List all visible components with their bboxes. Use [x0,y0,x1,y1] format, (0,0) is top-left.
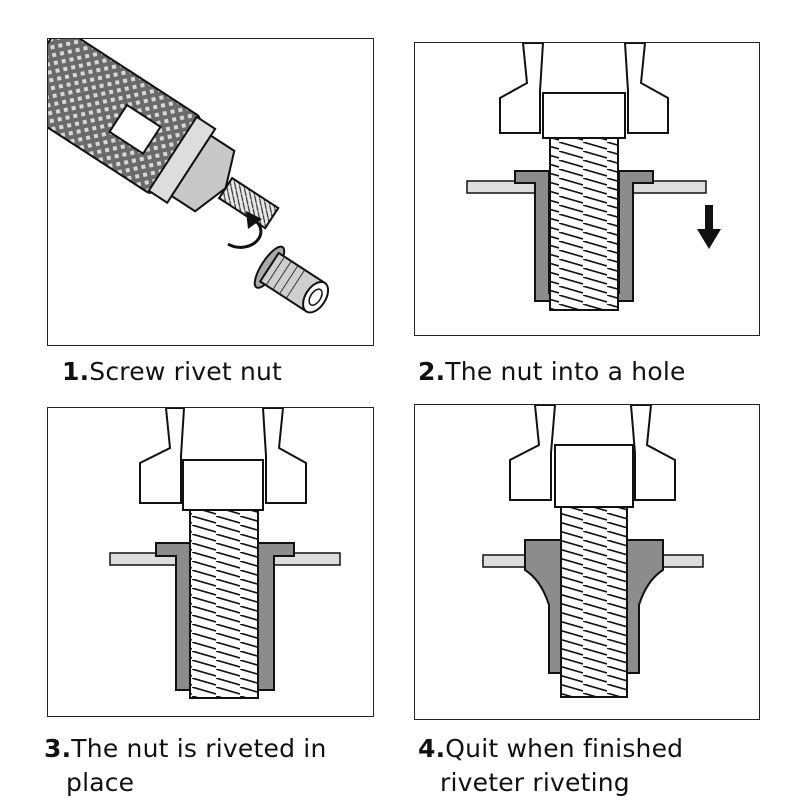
step-4-text-line2: riveter riveting [440,768,630,797]
step-2-caption: 2.The nut into a hole [418,355,686,389]
step-4-panel [414,404,760,720]
step-1-number: 1. [62,357,90,386]
step-4-text: Quit when finished [445,734,684,763]
down-arrow-icon [697,205,721,249]
step-3-caption: 3.The nut is riveted in place [44,732,327,800]
step-3-number: 3. [44,734,72,763]
step-4-caption: 4.Quit when finished riveter riveting [418,732,683,800]
step-2-number: 2. [418,357,446,386]
step-3-text-line2: place [66,768,135,797]
step-1-panel [47,38,374,346]
step-3-panel [47,407,374,717]
step-2-text: The nut into a hole [445,357,686,386]
step-2-illustration [466,43,721,311]
rivet-nut-icon [253,245,330,314]
step-1-illustration [48,39,330,314]
step-4-number: 4. [418,734,446,763]
step-3-illustration [109,408,341,699]
step-4-illustration [482,405,704,698]
step-1-text: Screw rivet nut [89,357,283,386]
step-3-text: The nut is riveted in [71,734,327,763]
knurled-tool-icon [48,39,280,230]
rotation-arrow-icon [227,211,263,249]
step-1-caption: 1.Screw rivet nut [62,355,282,389]
step-2-panel [414,42,760,336]
